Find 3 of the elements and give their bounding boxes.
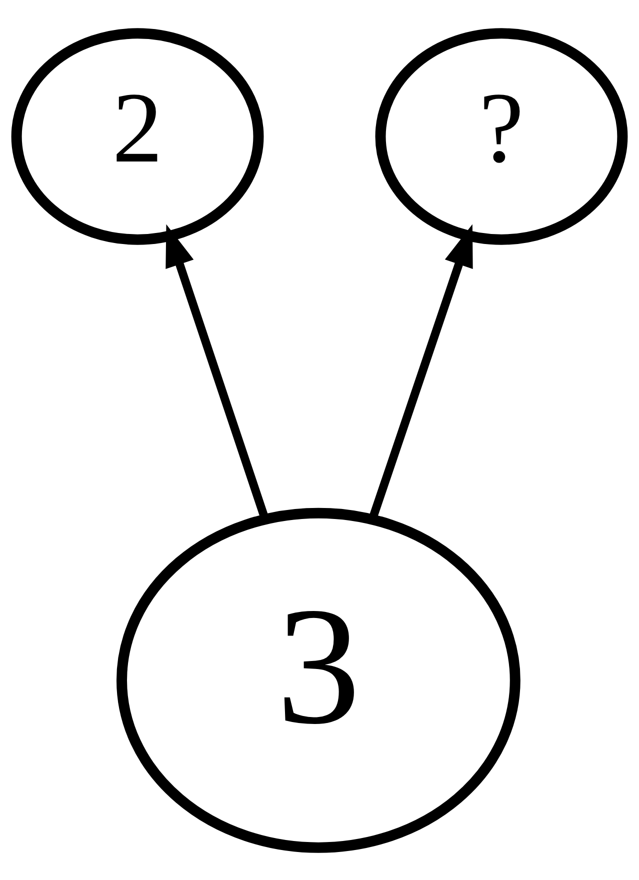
node-ellipse: ? xyxy=(375,28,628,244)
node-ellipse: 3 xyxy=(116,507,520,852)
node-ellipse: 2 xyxy=(11,28,264,244)
